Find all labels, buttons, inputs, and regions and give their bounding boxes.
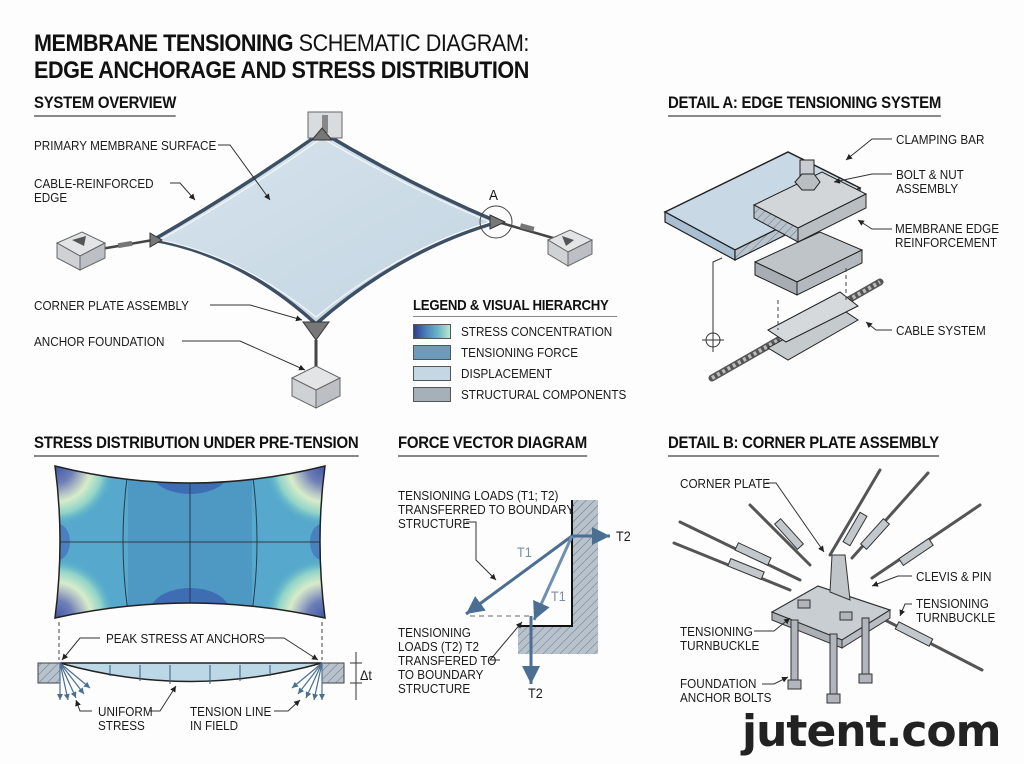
left-anchor-foundation [55, 231, 163, 271]
label-primary-membrane: PRIMARY MEMBRANE SURFACE [34, 138, 217, 153]
label-anchor-foundation: ANCHOR FOUNDATION [34, 334, 165, 349]
label-clamping-bar: CLAMPING BAR [896, 132, 985, 147]
label-anchor-bolts: FOUNDATION ANCHOR BOLTS [680, 676, 772, 705]
detail-a-drawing [663, 151, 884, 382]
section-detail-a: DETAIL A: EDGE TENSIONING SYSTEM [668, 93, 941, 117]
force-vector-drawing [465, 500, 610, 684]
legend-label: TENSIONING FORCE [461, 344, 579, 360]
detail-b-drawing [672, 468, 984, 704]
legend-label: STRESS CONCENTRATION [461, 323, 613, 339]
legend-item-displacement: DISPLACEMENT [413, 363, 645, 384]
stress-cross-section [37, 622, 362, 701]
top-anchor-foundation [307, 111, 343, 141]
legend-swatch-stress [413, 324, 451, 339]
legend-item-structural: STRUCTURAL COMPONENTS [413, 384, 645, 405]
diagram-title: MEMBRANE TENSIONING SCHEMATIC DIAGRAM: E… [34, 30, 529, 84]
label-corner-plate: CORNER PLATE [680, 476, 771, 491]
label-membrane-edge: MEMBRANE EDGE REINFORCEMENT [895, 221, 1000, 250]
primary-membrane-surface [147, 129, 504, 327]
label-force-top-note: TENSIONING LOADS (T1; T2) TRANSFERRED TO… [398, 488, 575, 531]
label-cable-system: CABLE SYSTEM [896, 323, 986, 338]
legend-label: STRUCTURAL COMPONENTS [461, 386, 627, 402]
label-turnbuckle-left: TENSIONING TURNBUCKLE [680, 624, 760, 653]
label-bolt-nut: BOLT & NUT ASSEMBLY [896, 167, 964, 196]
legend-swatch-structural [413, 387, 451, 402]
section-system-overview: SYSTEM OVERVIEW [34, 93, 176, 117]
label-clevis-pin: CLEVIS & PIN [916, 569, 992, 584]
label-t2-right: T2 [616, 528, 631, 544]
stress-contour-plot [55, 466, 325, 618]
label-t1-upper: T1 [517, 544, 532, 560]
section-stress-distribution: STRESS DISTRIBUTION UNDER PRE-TENSION [34, 433, 359, 457]
section-force-vector: FORCE VECTOR DIAGRAM [398, 433, 587, 457]
title-thin: SCHEMATIC DIAGRAM: [293, 30, 530, 57]
legend: LEGEND & VISUAL HIERARCHY STRESS CONCENT… [413, 297, 645, 405]
label-t1-lower: T1 [551, 588, 566, 604]
right-anchor-foundation [489, 214, 594, 267]
legend-title: LEGEND & VISUAL HIERARCHY [413, 297, 617, 317]
label-cable-edge: CABLE-REINFORCED EDGE [34, 176, 154, 205]
legend-item-tensioning: TENSIONING FORCE [413, 342, 645, 363]
legend-swatch-tensioning [413, 345, 451, 360]
label-tension-line: TENSION LINE IN FIELD [190, 704, 272, 733]
legend-swatch-displacement [413, 366, 451, 381]
bottom-anchor-foundation [290, 321, 342, 409]
label-delta-t: Δt [360, 667, 372, 683]
label-force-bottom-note: TENSIONING LOADS (T2) T2 TRANSFERED TO T… [398, 625, 497, 696]
label-t2-down: T2 [528, 685, 543, 701]
label-peak-stress: PEAK STRESS AT ANCHORS [106, 631, 265, 646]
title-line2: EDGE ANCHORAGE AND STRESS DISTRIBUTION [34, 57, 529, 84]
legend-label: DISPLACEMENT [461, 365, 553, 381]
label-uniform-stress: UNIFORM STRESS [98, 704, 153, 733]
label-turnbuckle-right: TENSIONING TURNBUCKLE [916, 596, 996, 625]
label-corner-plate-assembly: CORNER PLATE ASSEMBLY [34, 298, 189, 313]
watermark: jutent.com [742, 706, 1002, 757]
detail-a-marker: A [489, 187, 499, 204]
section-detail-b: DETAIL B: CORNER PLATE ASSEMBLY [668, 433, 939, 457]
legend-item-stress: STRESS CONCENTRATION [413, 321, 645, 342]
title-bold: MEMBRANE TENSIONING [34, 30, 294, 57]
